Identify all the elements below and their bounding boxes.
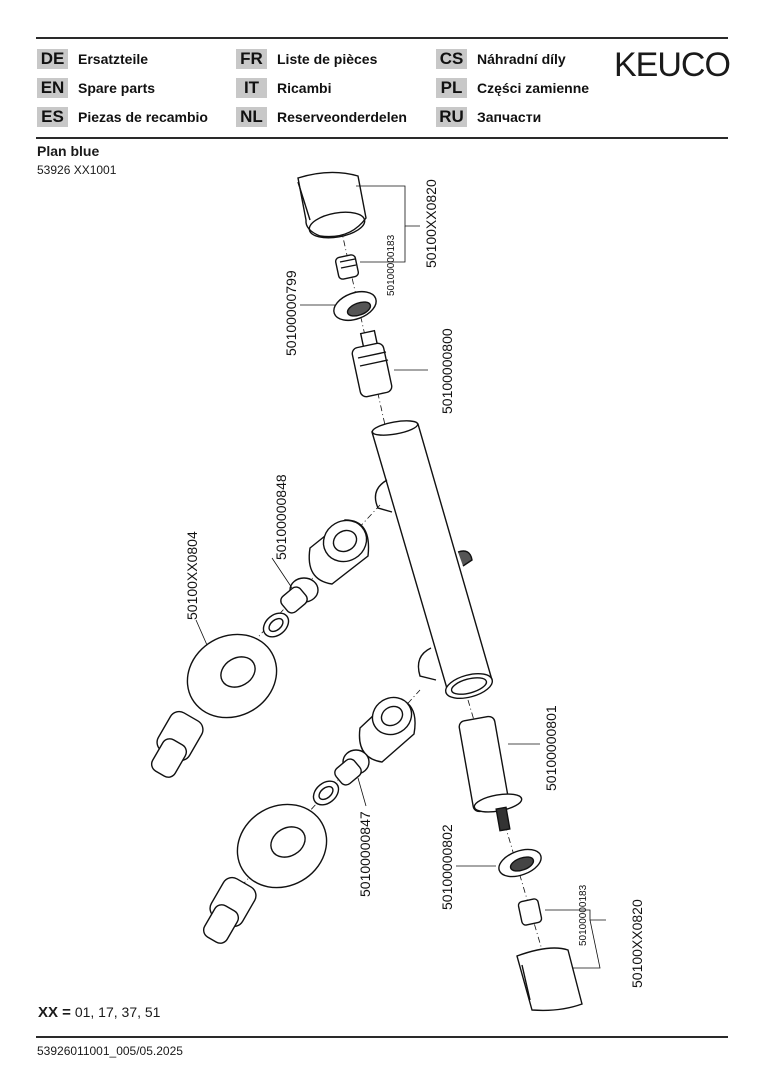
ring-top-part (333, 290, 377, 322)
lang-label: Ricambi (277, 80, 332, 96)
lang-label: Liste de pièces (277, 51, 378, 67)
lang-code-badge: ES (37, 107, 68, 127)
header-divider (36, 137, 728, 139)
lang-code-badge: DE (37, 49, 68, 69)
axis-line-upper (337, 214, 386, 426)
lang-code-badge: NL (236, 107, 267, 127)
lang-label: Náhradní díly (477, 51, 566, 67)
ring-bottom-part (498, 848, 542, 878)
part-number-handle-bottom: 50100XX0820 (629, 899, 645, 988)
escutcheon-upper-part (186, 633, 278, 719)
lang-code-badge: EN (37, 78, 68, 98)
part-number-handle-top: 50100XX0820 (423, 179, 439, 268)
lang-row-it: IT Ricambi (236, 78, 331, 98)
handle-bottom-part (516, 947, 583, 1012)
part-number-cartridge-top: 50100000800 (439, 328, 455, 414)
lang-code-badge: IT (236, 78, 267, 98)
lang-row-pl: PL Części zamienne (436, 78, 589, 98)
connector-sleeve-upper (308, 519, 370, 585)
part-number-cartridge-bottom: 50100000801 (543, 705, 559, 791)
lang-code-badge: CS (436, 49, 467, 69)
lang-row-en: EN Spare parts (37, 78, 155, 98)
lang-code-badge: FR (236, 49, 267, 69)
part-number-adapter-bottom: 50100000183 (578, 884, 589, 946)
fitting-upper-part (150, 710, 204, 778)
xx-values: 01, 17, 37, 51 (74, 1004, 161, 1020)
part-number-escutcheon: 50100XX0804 (184, 531, 200, 620)
escutcheon-lower-part (236, 803, 328, 889)
part-number-ring-bottom: 50100000802 (439, 824, 455, 910)
lang-code-badge: PL (436, 78, 467, 98)
lang-code-badge: RU (436, 107, 467, 127)
part-number-check-valve-lower: 50100000847 (357, 811, 373, 897)
product-code: 53926 XX1001 (37, 163, 117, 177)
document-id: 53926011001_005/05.2025 (37, 1044, 183, 1058)
lang-label: Części zamienne (477, 80, 590, 96)
xx-label: XX = (38, 1004, 71, 1021)
check-valve-upper-part (280, 577, 319, 614)
color-variants-line: XX = 01, 17, 37, 51 (38, 1004, 160, 1021)
lang-row-cs: CS Náhradní díly (436, 49, 566, 69)
lang-row-fr: FR Liste de pièces (236, 49, 377, 69)
lang-label: Запчасти (477, 109, 542, 125)
seal-ring-upper (262, 612, 290, 638)
handle-top-part (297, 171, 367, 239)
lang-row-de: DE Ersatzteile (37, 49, 148, 69)
top-rule (36, 37, 728, 39)
lang-label: Piezas de recambio (78, 109, 208, 125)
lang-row-ru: RU Запчасти (436, 107, 541, 127)
product-name: Plan blue (37, 143, 100, 159)
leader-lines (195, 185, 606, 969)
part-number-adapter-top: 50100000183 (386, 234, 397, 296)
lang-row-nl: NL Reserveonderdelen (236, 107, 407, 127)
keuco-logo: KEUCO (614, 46, 731, 84)
lang-label: Reserveonderdelen (277, 109, 407, 125)
lang-label: Ersatzteile (78, 51, 149, 67)
adapter-top-part (334, 254, 360, 280)
thermostat-body (371, 420, 494, 700)
connector-sleeve-lower (358, 696, 416, 763)
adapter-bottom-part (517, 898, 543, 926)
cartridge-bottom-part (458, 715, 523, 832)
lang-row-es: ES Piezas de recambio (37, 107, 208, 127)
part-number-ring-top: 50100000799 (283, 270, 299, 356)
footer-rule (36, 1036, 728, 1038)
part-number-check-valve-upper: 50100000848 (273, 474, 289, 560)
lang-label: Spare parts (78, 80, 156, 96)
fitting-lower-part (202, 876, 257, 944)
check-valve-lower-part (334, 749, 370, 786)
cartridge-top-part (351, 329, 393, 398)
seal-ring-lower (312, 780, 340, 806)
